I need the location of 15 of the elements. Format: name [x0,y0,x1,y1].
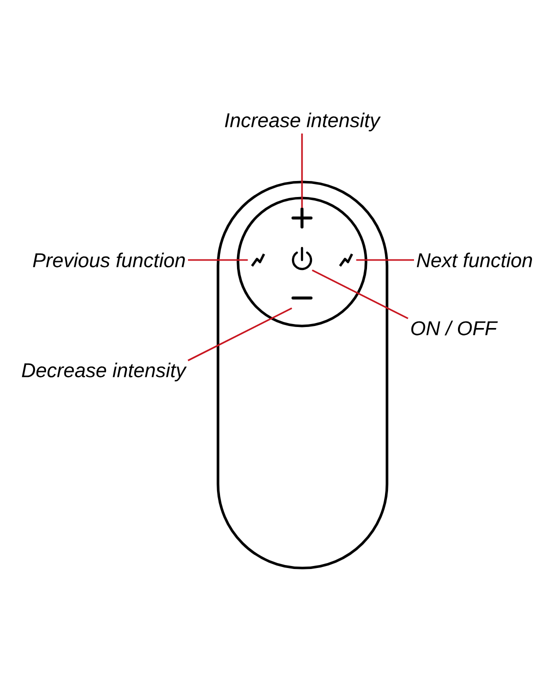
leader-line [188,259,248,261]
leader-line [312,270,408,320]
minus-button [292,296,312,300]
leader-line [188,307,292,362]
callout-label: ON / OFF [411,320,498,336]
leader-line [356,259,414,261]
leader-line [301,134,303,208]
bolt-icon [339,253,354,267]
power-icon [292,246,312,270]
callout-label: Previous function [33,252,185,268]
callout-label: Decrease intensity [22,362,187,382]
bolt-icon [251,253,266,267]
callout-label: Next function [416,252,532,268]
plus-button [292,208,312,228]
callout-label: Increase intensity [224,112,381,132]
